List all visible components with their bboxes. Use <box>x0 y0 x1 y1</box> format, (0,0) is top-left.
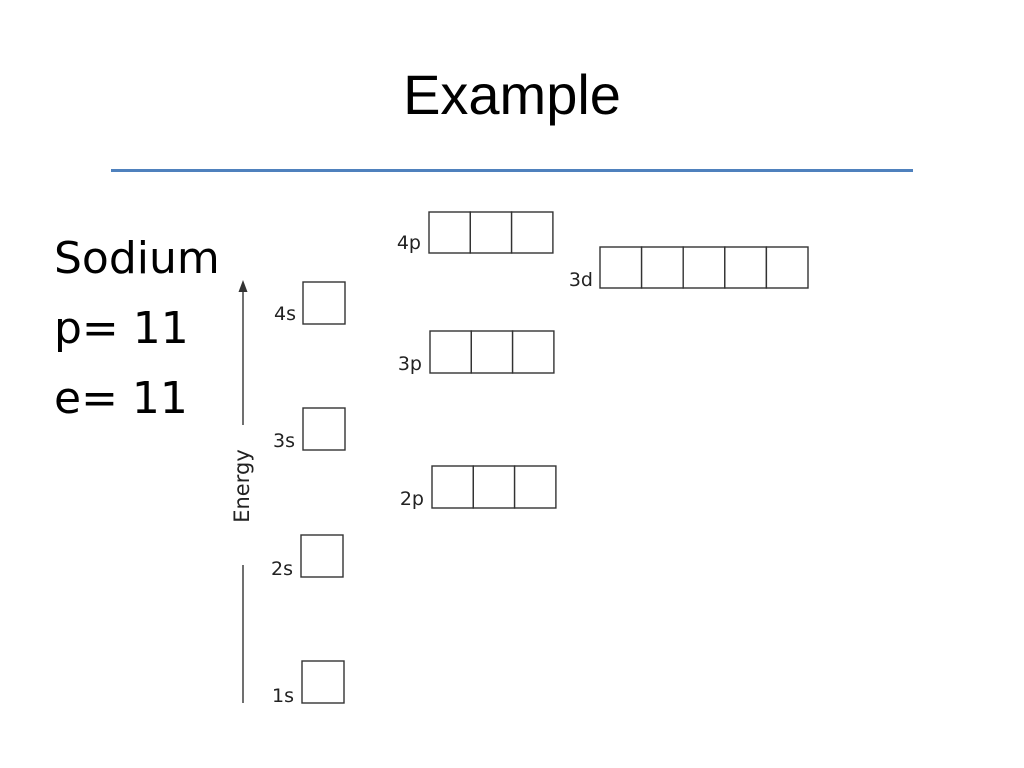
orbital-box-4p-2 <box>469 211 513 254</box>
energy-axis-arrowhead <box>238 280 248 292</box>
orbital-box-3d-5 <box>765 246 809 289</box>
orbital-box-3d-3 <box>682 246 726 289</box>
orbital-label-4p: 4p <box>397 232 421 254</box>
orbital-3p: 3p <box>398 330 555 375</box>
slide-title: Example <box>403 63 621 126</box>
orbital-box-4s-1 <box>302 281 346 325</box>
orbital-label-2p: 2p <box>400 488 424 510</box>
orbital-box-3p-2 <box>470 330 514 374</box>
orbital-2p: 2p <box>400 465 557 510</box>
orbital-box-1s-1 <box>301 660 345 704</box>
orbital-box-3p-1 <box>429 330 472 374</box>
orbital-label-2s: 2s <box>271 558 293 580</box>
orbital-box-2p-3 <box>513 465 557 509</box>
proton-count: p= 11 <box>54 303 189 354</box>
orbital-3s: 3s <box>273 407 346 452</box>
orbital-4s: 4s <box>274 281 346 325</box>
title-divider <box>111 169 913 172</box>
orbital-label-1s: 1s <box>272 685 294 707</box>
orbital-box-2s-1 <box>300 534 344 578</box>
orbital-box-3d-2 <box>640 246 684 289</box>
orbital-box-3d-1 <box>599 246 643 289</box>
orbital-box-4p-3 <box>510 211 554 254</box>
orbital-2s: 2s <box>271 534 344 580</box>
orbital-label-3p: 3p <box>398 353 422 375</box>
orbital-label-3s: 3s <box>273 430 295 452</box>
element-name: Sodium <box>54 233 220 284</box>
orbital-box-3d-4 <box>724 246 768 289</box>
energy-axis-label: Energy <box>230 449 254 523</box>
orbital-box-2p-2 <box>472 465 516 509</box>
orbital-box-3p-3 <box>511 330 555 374</box>
orbital-label-3d: 3d <box>569 269 593 291</box>
orbital-3d: 3d <box>569 246 809 291</box>
orbital-box-2p-1 <box>431 465 474 509</box>
orbital-label-4s: 4s <box>274 303 296 325</box>
orbital-1s: 1s <box>272 660 345 707</box>
orbital-layer: 1s 2s 2p 3s 3p 4s 3d 4p <box>271 211 809 707</box>
orbital-box-3s-1 <box>302 407 346 451</box>
element-info: Sodium p= 11 e= 11 <box>54 224 220 434</box>
orbital-4p: 4p <box>397 211 554 254</box>
electron-count: e= 11 <box>54 373 188 424</box>
orbital-box-4p-1 <box>428 211 471 254</box>
